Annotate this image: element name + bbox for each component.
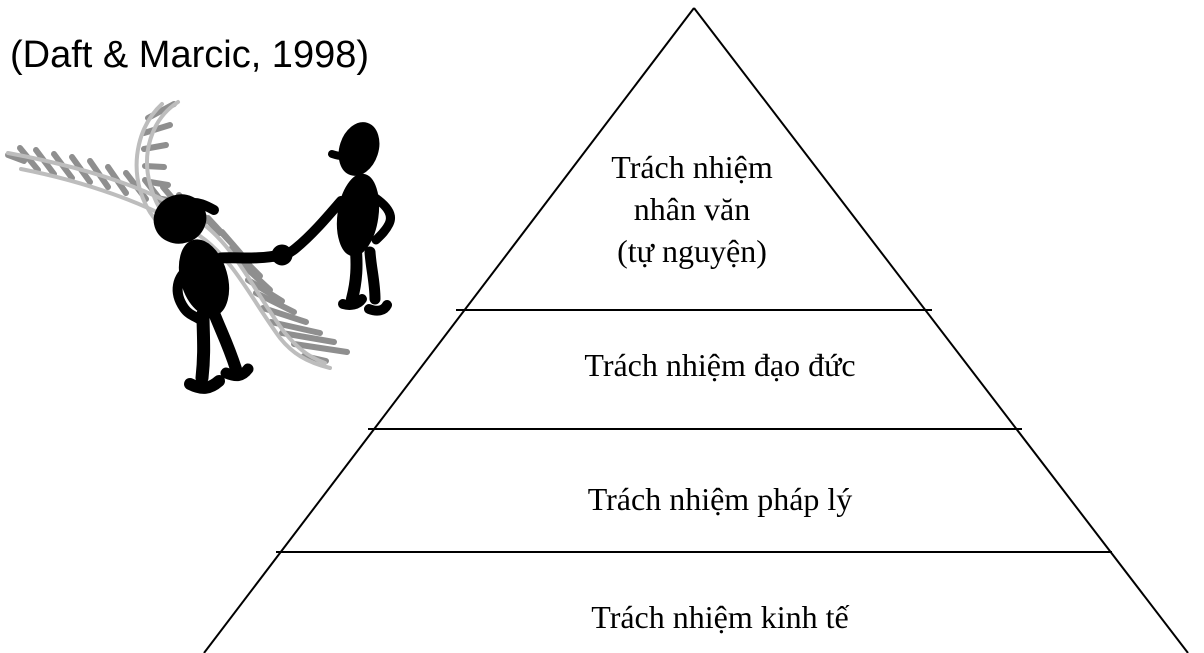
pyramid-level-philanthropic-label: Trách nhiệm nhân văn (tự nguyện) (574, 146, 810, 273)
pyramid-level-legal-label: Trách nhiệm pháp lý (587, 481, 853, 517)
philanthropic-label-line-3: (tự nguyện) (617, 233, 767, 270)
pyramid-level-ethical-label: Trách nhiệm đạo đức (584, 347, 856, 383)
philanthropic-label-line-2: nhân văn (633, 191, 751, 228)
citation-text: (Daft & Marcic, 1998) (10, 34, 369, 76)
pyramid (203, 7, 1189, 653)
pyramid-right-edge (693, 7, 1189, 653)
right-figure (270, 122, 395, 316)
philanthropic-label-line-1: Trách nhiệm (611, 149, 773, 185)
pyramid-left-edge (203, 7, 695, 653)
railroad-track-illustration (5, 100, 395, 394)
pyramid-level-economic-label: Trách nhiệm kinh tế (591, 599, 849, 635)
